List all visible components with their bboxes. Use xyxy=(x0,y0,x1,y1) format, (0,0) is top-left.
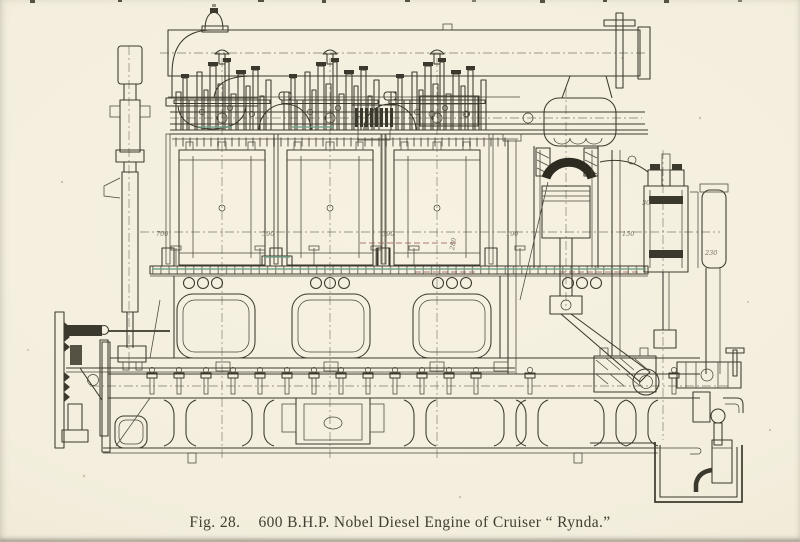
dim-390b: 390 xyxy=(382,230,394,238)
fuel-pump-battery xyxy=(351,104,397,141)
color-register-lines xyxy=(152,126,646,273)
paper-speckles xyxy=(27,57,772,499)
dim-150: 150 xyxy=(622,230,634,238)
dim-280: 280 xyxy=(448,237,458,252)
dim-30: 30 xyxy=(642,199,650,207)
reversing-gear xyxy=(54,311,170,449)
sectioned-cylinder xyxy=(533,97,660,396)
dim-190: 190 xyxy=(506,230,518,238)
bedplate-columns xyxy=(163,399,659,447)
engine-frames xyxy=(502,133,729,374)
crank-gear xyxy=(593,347,745,393)
page-edge-text-remnants xyxy=(30,0,742,7)
valve-gear xyxy=(168,49,648,147)
centerlines xyxy=(90,46,730,458)
sump-door xyxy=(114,397,151,449)
main-bearing-cap xyxy=(281,397,385,445)
oil-tank xyxy=(590,439,743,503)
figure-caption: Fig. 28. 600 B.H.P. Nobel Diesel Engine o… xyxy=(0,514,800,532)
figure-number: Fig. 28. xyxy=(189,514,241,531)
figure-title: 600 B.H.P. Nobel Diesel Engine of Cruise… xyxy=(258,514,611,531)
bedplate xyxy=(101,341,700,464)
pump-and-pipes xyxy=(692,391,744,446)
dim-230: 230 xyxy=(704,249,717,257)
silencer-standpipe xyxy=(103,45,151,371)
cylinder-jackets xyxy=(161,133,498,267)
air-start-valve-chest xyxy=(419,95,479,127)
dimension-labels: 700 390 390 190 150 30 230 280 xyxy=(156,199,717,257)
deck-platform xyxy=(149,245,649,290)
connecting-rod xyxy=(560,313,660,396)
exhaust-manifold xyxy=(165,8,651,130)
crankcase xyxy=(66,275,700,373)
dim-700: 700 xyxy=(156,230,168,238)
holding-down-bolts xyxy=(146,366,680,395)
page-bottom-edge xyxy=(0,537,800,542)
dim-390a: 390 xyxy=(262,230,274,238)
air-compressor xyxy=(599,153,699,349)
